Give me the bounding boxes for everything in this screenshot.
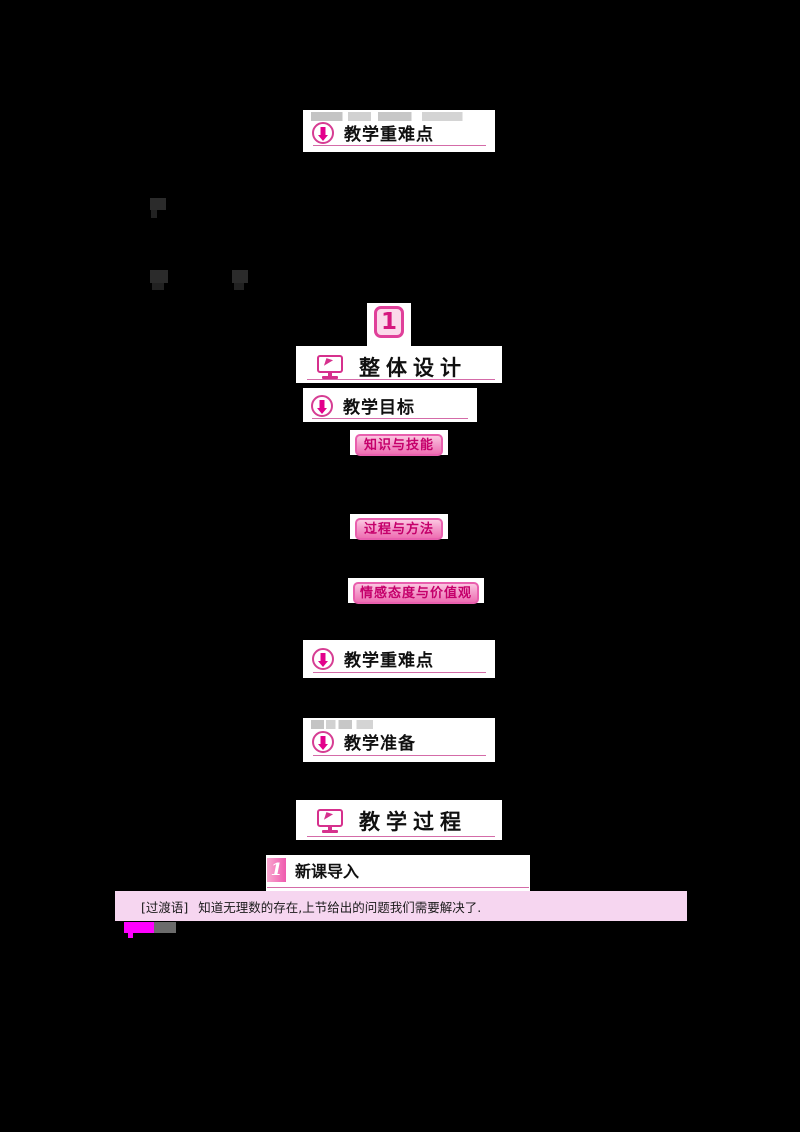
preparation-title: 教学准备 (344, 734, 416, 754)
cutoff-text-line (311, 112, 487, 121)
teaching-goals-header: 教学目标 (311, 393, 415, 418)
teaching-goals-title: 教学目标 (343, 398, 415, 418)
transition-paragraph-text: [过渡语] 知道无理数的存在,上节给出的问题我们需要解决了. (115, 897, 481, 916)
circled-down-arrow-icon (312, 730, 334, 753)
transition-paragraph-band: [过渡语] 知道无理数的存在,上节给出的问题我们需要解决了. (115, 891, 687, 921)
lesson-intro-number-chip: 1 (267, 858, 286, 882)
overall-design-title: 整体设计 (359, 355, 467, 380)
key-points-banner (303, 640, 495, 678)
monitor-cursor-icon (317, 355, 343, 379)
teaching-process-header: 教学过程 (317, 806, 467, 836)
overall-design-rule (307, 379, 495, 380)
preparation-rule (313, 755, 486, 756)
top-keypoints-title: 教学重难点 (344, 125, 434, 145)
teaching-process-rule (307, 836, 495, 837)
circled-down-arrow-icon (311, 394, 333, 417)
artifact-mark-right-tail (234, 283, 244, 290)
artifact-mark-top (150, 198, 166, 210)
goal-tag-knowledge-skills: 知识与技能 (355, 434, 443, 456)
key-points-header: 教学重难点 (312, 646, 434, 671)
goal-tag-attitude-values: 情感态度与价值观 (353, 582, 479, 604)
artifact-mark-right (232, 270, 248, 283)
lesson-intro-title: 新课导入 (295, 862, 360, 881)
preparation-banner (303, 718, 495, 762)
artifact-mark-left-tail (152, 283, 164, 290)
lesson-intro-banner (266, 855, 530, 892)
cutoff-text-line (311, 720, 383, 729)
overall-design-number-badge: 1 (374, 306, 404, 338)
artifact-mark-top-tail (151, 210, 157, 218)
stray-fragment-tick (128, 933, 133, 938)
circled-down-arrow-icon (312, 647, 334, 670)
stray-fragment (124, 922, 154, 933)
lesson-intro-header: 1 新课导入 (267, 858, 359, 882)
teaching-process-title: 教学过程 (359, 809, 467, 834)
monitor-cursor-icon (317, 809, 343, 833)
goal-tag-process-methods: 过程与方法 (355, 518, 443, 540)
top-keypoints-header: 教学重难点 (312, 120, 434, 145)
preparation-header: 教学准备 (312, 729, 416, 754)
key-points-rule (313, 672, 486, 673)
stray-fragment-dim (154, 922, 176, 933)
lesson-intro-rule (267, 887, 529, 888)
top-keypoints-rule (313, 145, 486, 146)
overall-design-header: 整体设计 (317, 352, 467, 382)
transition-body: 知道无理数的存在,上节给出的问题我们需要解决了. (198, 899, 482, 915)
circled-down-arrow-icon (312, 121, 334, 144)
artifact-mark-left (150, 270, 168, 283)
transition-label: [过渡语] (141, 899, 189, 915)
teaching-goals-rule (312, 418, 468, 419)
key-points-title: 教学重难点 (344, 651, 434, 671)
